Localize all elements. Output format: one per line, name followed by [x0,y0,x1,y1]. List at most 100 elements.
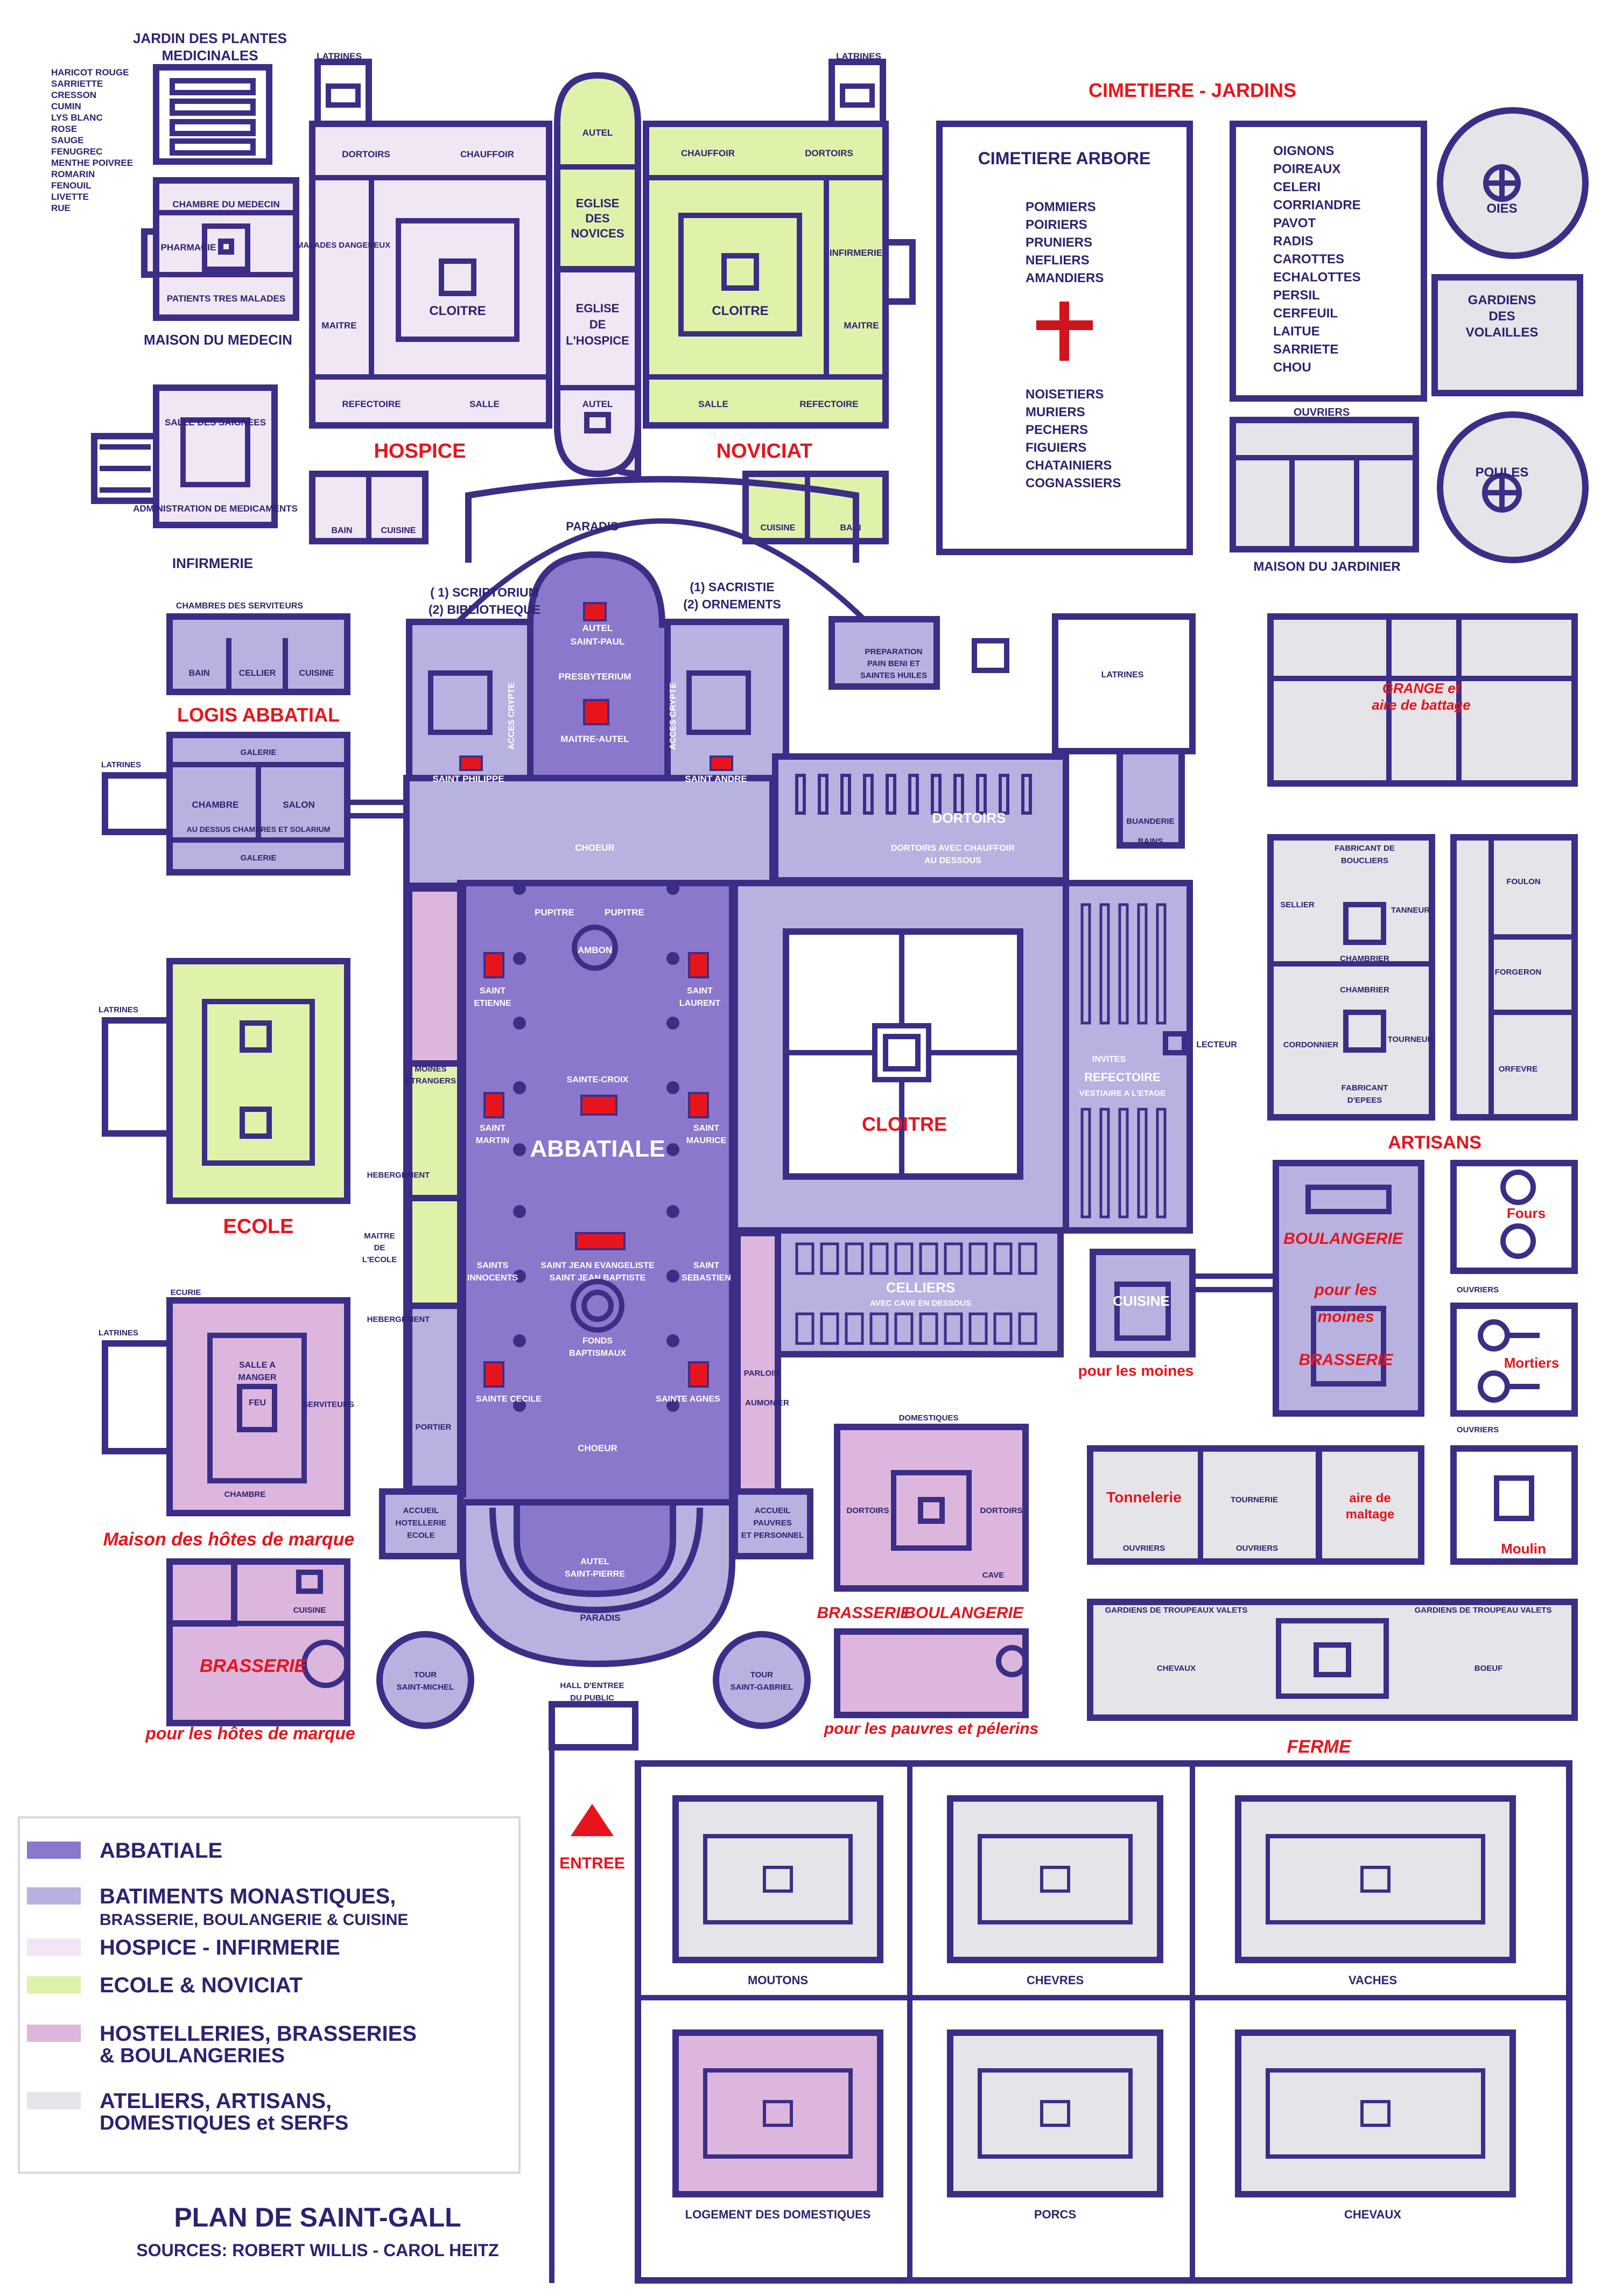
refectoire-tables [1080,903,1167,1219]
room-label: TANNEUR [1391,906,1430,915]
logis-abbatial: CHAMBRES DES SERVITEURS BAIN CELLIER CUI… [101,601,409,876]
room-label: REFECTOIRE [799,399,858,409]
table-mark [1118,1108,1129,1219]
pen-building [672,1795,883,1963]
room-label: ACCES CRYPTE [669,682,678,750]
room-label: SALLE DES SAIGNEES [165,417,266,428]
room-label: Fours [1507,1205,1546,1221]
list-item: ROSE [51,124,77,134]
room-label: SAINTE AGNES [656,1395,720,1404]
room-label: FONDS [582,1336,613,1346]
pen-court [978,1834,1133,1924]
room-label: SAINT-PIERRE [565,1570,625,1579]
room-label: SALLE [698,399,728,409]
room-label: LATRINES [101,760,141,769]
room-label: ADMINISTRATION DE MEDICAMENTS [133,503,298,514]
list-item: FENUGREC [51,146,102,157]
room-label: SAINTE-CROIX [567,1075,629,1084]
list-item: PRUNIERS [1026,235,1092,250]
ecole-title: ECOLE [223,1215,294,1238]
column-mark [666,1143,679,1156]
barrel-mark [944,1312,963,1345]
church-label: L'HOSPICE [566,334,629,347]
room-label: DORTOIRS AVEC CHAUFFOIR [891,844,1015,853]
barrel-mark [869,1242,889,1275]
artisans: FABRICANT DE BOUCLIERS SELLIER TANNEUR C… [1267,834,1578,1153]
bed-mark [1021,774,1032,815]
room-label: BOULANGERIE [904,1604,1024,1622]
list-item: HARICOT ROUGE [51,67,129,78]
room-label: CHAUFFOIR [681,148,735,158]
room-label: AUTEL [582,623,613,633]
legend-label: ABBATIALE [100,1839,222,1863]
room-label: DORTOIRS [847,1506,889,1515]
table-mark [1118,903,1129,1025]
bed-mark [908,774,919,815]
barrel-mark [1018,1242,1037,1275]
list-item: RADIS [1273,234,1314,249]
church-label: EGLISE [576,197,620,210]
room-label: LOGEMENT DES DOMESTIQUES [685,2208,871,2221]
list-item: POMMIERS [1026,200,1096,214]
medicinal-garden: JARDIN DES PLANTES MEDICINALES HARICOT R… [51,30,287,213]
room-label: MAITRE [844,320,879,331]
room-label: FOULON [1506,877,1540,886]
room-label: SAINT-GABRIEL [731,1683,794,1692]
room-label: pour les pauvres et pélerins [824,1720,1038,1738]
legend-sublabel: & BOULANGERIES [100,2045,285,2067]
room-label: SERVITEURS [303,1400,354,1409]
legend-label: ATELIERS, ARTISANS, [100,2089,332,2113]
room-label: OUVRIERS [1294,407,1350,418]
list-item: MENTHE POIVREE [51,158,133,168]
room-label: MAURICE [686,1136,727,1145]
cellar-barrels [795,1242,1037,1345]
room-label: REFECTOIRE [342,399,401,409]
list-item: CHOU [1273,360,1311,375]
room-label: VESTIAIRE A L'ETAGE [1079,1089,1166,1098]
pen-court [1266,1834,1485,1924]
room-label: OUVRIERS [1457,1425,1499,1434]
room-label: MANGER [238,1373,277,1382]
table-mark [1156,903,1167,1025]
barrel-mark [894,1242,914,1275]
list-item: CRESSON [51,90,96,100]
column-mark [513,882,526,895]
room-label: AU DESSOUS [924,856,981,865]
room-label: HEBERGEMENT [367,1315,430,1324]
room-label: PORTIER [416,1423,452,1432]
room-label: moines [1317,1308,1374,1326]
room-label: SAINT JEAN BAPTISTE [550,1273,646,1283]
legend-label: ECOLE & NOVICIAT [100,1973,303,1997]
bed-mark [818,774,828,815]
room-label: (1) SACRISTIE [690,580,774,594]
legend-swatch [27,2025,81,2042]
room-label: PAIN BENI ET [867,659,920,668]
page-title: PLAN DE SAINT-GALL [174,2202,461,2232]
poules-pen [1437,411,1589,563]
column-mark [666,1017,679,1030]
pen-center [1360,2100,1391,2127]
room-label: FEU [249,1398,266,1408]
room-label: ORFEVRE [1499,1065,1538,1074]
gardiens-volailles [1431,274,1583,396]
room-label: CUISINE [761,523,796,533]
building-title: MAISON DU JARDINIER [1253,559,1400,574]
pen-court [703,1834,853,1924]
list-item: NOISETIERS [1026,387,1104,402]
room-label: BAIN [188,669,209,678]
table-mark [1080,1108,1091,1219]
room-label: AUMONIER [745,1398,789,1408]
room-label: D'EPEES [1347,1096,1382,1105]
barrel-mark [894,1312,914,1345]
pen-court [978,2068,1133,2159]
maison-jardinier [1230,417,1419,552]
church-label: NOVICES [571,227,624,240]
room-label: BOEUF [1474,1664,1503,1673]
room-label: Tonnelerie [1106,1489,1182,1506]
list-item: PAVOT [1273,216,1316,230]
room-label: SAINT-PAUL [571,636,625,647]
room-label: HOTELLERIE [395,1518,446,1528]
room-label: CHAMBRIER [1340,954,1389,963]
room-label: ECURIE [171,1288,201,1297]
pen-building [947,2029,1163,2197]
